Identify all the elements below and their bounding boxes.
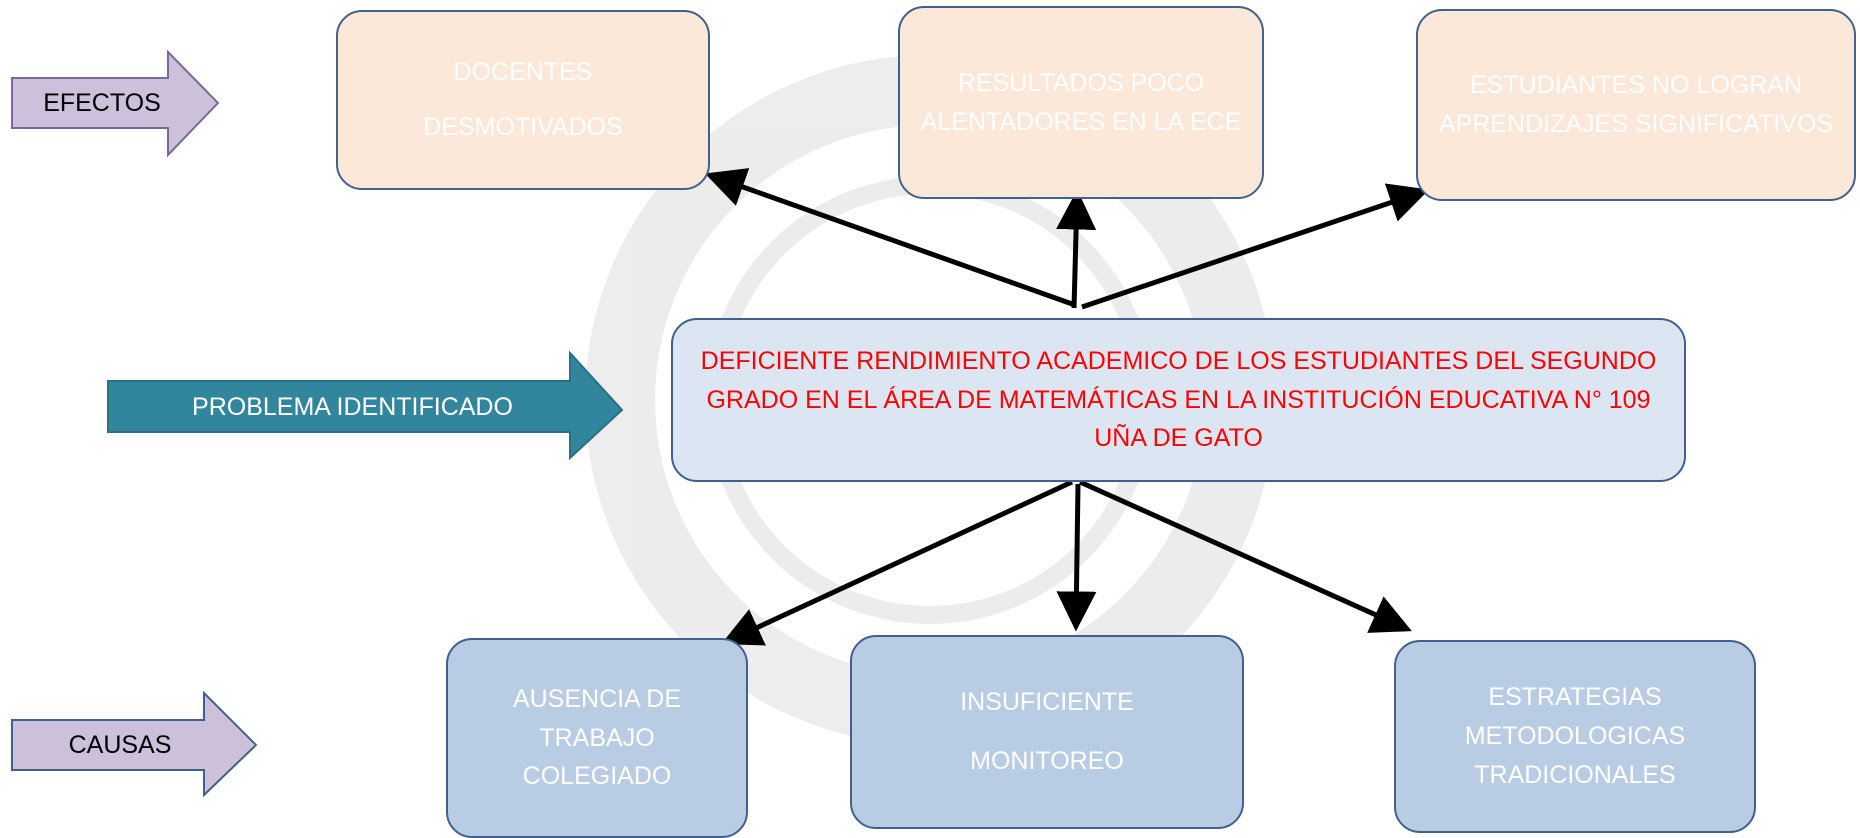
effect-1-line-2: DESMOTIVADOS	[423, 113, 623, 141]
cause-1-line-2: TRABAJO	[539, 723, 655, 752]
cause-1-line-3: COLEGIADO	[522, 762, 672, 791]
arrow-to-effect-2	[1056, 189, 1097, 309]
effect-box-estudiantes: ESTUDIANTES NO LOGRAN APRENDIZAJES SIGNI…	[1416, 9, 1856, 201]
effect-2-line-1: RESULTADOS POCO	[957, 68, 1205, 97]
arrow-to-effect-1	[704, 168, 1076, 308]
effect-box-resultados: RESULTADOS POCO ALENTADORES EN LA ECE	[898, 6, 1264, 199]
problema-identificado-label: PROBLEMA IDENTIFICADO	[192, 392, 513, 421]
problem-box: DEFICIENTE RENDIMIENTO ACADEMICO DE LOS …	[671, 318, 1686, 482]
arrow-to-effect-3	[1081, 183, 1430, 310]
cause-2-line-1: INSUFICIENTE	[960, 688, 1134, 717]
problem-line-1: DEFICIENTE RENDIMIENTO ACADEMICO DE LOS …	[700, 346, 1657, 375]
problem-line-2: GRADO EN EL ÁREA DE MATEMÁTICAS EN LA IN…	[706, 385, 1651, 414]
causas-arrow	[11, 690, 258, 798]
effect-3-line-2: APRENDIZAJES SIGNIFICATIVOS	[1438, 110, 1834, 138]
effect-1-line-1: DOCENTES	[453, 58, 593, 87]
cause-3-line-3: TRADICIONALES	[1474, 760, 1676, 789]
cause-box-ausencia: AUSENCIA DE TRABAJO COLEGIADO	[446, 638, 748, 838]
problem-line-3: UÑA DE GATO	[1094, 424, 1263, 453]
arrow-to-cause-3	[1078, 479, 1412, 633]
effect-2-line-2: ALENTADORES EN LA ECE	[920, 107, 1242, 136]
arrow-to-cause-1	[721, 479, 1074, 646]
cause-box-insuficiente: INSUFICIENTE MONITOREO	[850, 635, 1244, 829]
cause-2-line-2: MONITOREO	[970, 747, 1124, 775]
problema-arrow	[107, 350, 624, 461]
effect-box-docentes: DOCENTES DESMOTIVADOS	[336, 10, 710, 190]
cause-box-estrategias: ESTRATEGIAS METODOLOGICAS TRADICIONALES	[1394, 640, 1756, 833]
cause-1-line-1: AUSENCIA DE	[512, 684, 682, 713]
effect-3-line-1: ESTUDIANTES NO LOGRAN	[1470, 71, 1802, 100]
cause-3-line-1: ESTRATEGIAS	[1488, 683, 1662, 712]
arrow-to-cause-2	[1056, 483, 1097, 632]
efectos-label: EFECTOS	[43, 88, 161, 117]
causas-label: CAUSAS	[68, 730, 172, 759]
cause-3-line-2: METODOLOGICAS	[1464, 722, 1686, 751]
